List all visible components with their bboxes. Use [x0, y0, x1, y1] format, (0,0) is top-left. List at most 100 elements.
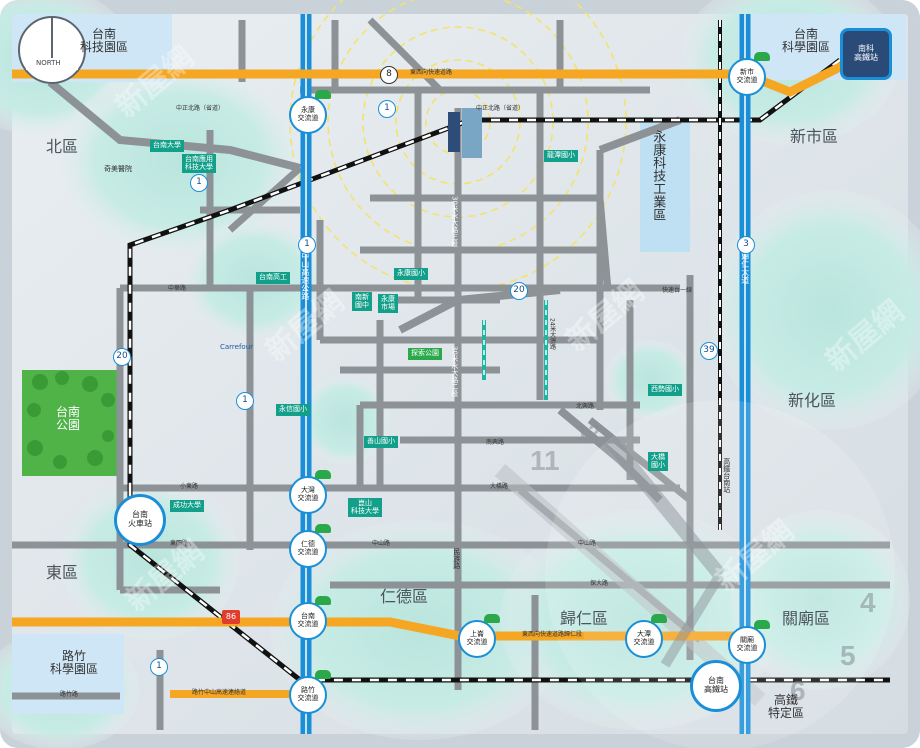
car-icon: [651, 614, 667, 623]
region-guiren: 歸仁區: [560, 609, 609, 628]
road-minzu: 民族路: [452, 548, 461, 569]
route-1-badge-d: 1: [150, 658, 168, 676]
region-yongkang-park: 永康科技工業區: [650, 130, 666, 221]
railway: [127, 20, 890, 683]
landmark-kunshan: 崑山 科技大學: [348, 498, 382, 518]
road-east-west-branch: 東西向快速道路歸仁段: [520, 631, 585, 639]
interchange-tainan_ic: 台南 交流道: [289, 602, 327, 640]
route-86-badge: 86: [222, 610, 240, 624]
interchange-yongkang: 永康 交流道: [289, 96, 327, 134]
road-zhongshan-hwy: 中山高速公路: [300, 252, 310, 300]
road-yongda-3: 30米永大路三段: [450, 196, 459, 247]
landmark-dawan-park: 探索公園: [408, 348, 442, 360]
landmark-ncku: 台南大學: [150, 140, 184, 152]
svg-text:12: 12: [576, 420, 600, 445]
road-zhongshan-2: 中山路: [578, 540, 597, 547]
car-icon: [315, 90, 331, 99]
region-luzhu: 路竹 科學園區: [50, 649, 99, 677]
station-nanke-hsr: 南科 高鐵站: [840, 28, 892, 80]
car-icon: [754, 52, 770, 61]
region-guanmiao: 關廟區: [782, 609, 831, 628]
industrial-block: [640, 118, 690, 252]
compass: [18, 16, 86, 84]
road-xiaodong: 小東路: [180, 483, 199, 490]
interchange-guanmiao_ic: 關廟 交流道: [728, 626, 766, 664]
svg-text:6: 6: [790, 675, 806, 706]
road-dongmen: 東門路: [170, 540, 189, 547]
region-rende: 仁德區: [380, 587, 429, 606]
station-tainan-train: 台南 火車站: [114, 494, 166, 546]
route-39-badge: 39: [700, 342, 718, 360]
interchange-luzhu_ic: 路竹 交流道: [289, 676, 327, 714]
landmark-nanjing-mid: 南新 國中: [352, 292, 372, 312]
light-rail: [482, 300, 548, 400]
road-baoda: 保大路: [590, 580, 609, 587]
route-1-badge-a: 1: [298, 236, 316, 254]
landmark-chimei: 奇美醫院: [104, 165, 132, 173]
region-tainan-sci-park-right: 台南 科學園區: [782, 27, 831, 55]
road-luzhu-expressway: 路竹中山高速連絡道: [190, 689, 249, 697]
landmark-yongkang-elem: 永康國小: [394, 268, 428, 280]
car-icon: [754, 620, 770, 629]
interchange-xinshi_ic: 新市 交流道: [728, 58, 766, 96]
route-8-badge: 8: [380, 66, 398, 84]
road-beiyi: 北興路: [576, 403, 595, 410]
compass-label: NORTH: [36, 59, 61, 67]
landmark-carrefour: Carrefour: [220, 343, 254, 351]
landmark-tainan-tech: 台南應用 科技大學: [182, 154, 216, 174]
landmark-longtan: 龍潭國小: [544, 150, 578, 162]
road-east-west-expressway: 東西向快速道路: [408, 69, 455, 77]
road-zhongshan: 中山路: [372, 540, 391, 547]
landmark-ncku-2: 成功大學: [170, 500, 204, 512]
landmark-yongxin: 永信國小: [276, 404, 310, 416]
region-xinhua: 新化區: [788, 391, 837, 410]
road-taiwan-rd: 快速台一線: [662, 287, 693, 294]
road-guishe: 歸仁大道: [740, 252, 750, 284]
interchange-rende_ic: 仁德 交流道: [289, 530, 327, 568]
road-luzhu-road: 路竹路: [60, 691, 79, 698]
interchange-dazhang: 大潭 交流道: [625, 620, 663, 658]
region-hsr-zone: 高鐵 特定區: [768, 693, 805, 721]
road-yongda-2: 30米永大路二段: [450, 346, 459, 397]
road-nanxing: 南興路: [486, 439, 505, 446]
route-20-badge-a: 20: [113, 348, 131, 366]
svg-text:4: 4: [860, 587, 876, 618]
region-north-district: 北區: [46, 137, 79, 156]
park-trees: [27, 371, 115, 469]
region-xinshi: 新市區: [790, 127, 839, 146]
landmark-xigang: 西勢國小: [648, 384, 682, 396]
car-icon: [315, 524, 331, 533]
landmark-yongxing-park: 永康 市場: [378, 294, 398, 314]
road-zhongzheng-north-left: 中正北路（省道）: [176, 105, 225, 112]
road-daqiao: 大橋路: [490, 483, 509, 490]
region-east-district: 東區: [46, 563, 79, 582]
clock-decoration: 11 12 45 6: [530, 400, 895, 748]
route-1-badge-c: 1: [236, 392, 254, 410]
landmark-tainan-hs: 台南高工: [256, 272, 290, 284]
road-ave-24: 24米大灣路: [548, 318, 556, 350]
svg-text:11: 11: [530, 445, 560, 476]
car-icon: [315, 596, 331, 605]
landmark-daqiao-elem: 大橋 國小: [648, 452, 668, 472]
route-3-badge: 3: [737, 236, 755, 254]
car-icon: [484, 614, 500, 623]
car-icon: [315, 670, 331, 679]
landmark-shan: 善山國小: [364, 436, 398, 448]
route-20-badge-b: 20: [510, 282, 528, 300]
route-1-badge-b: 1: [190, 174, 208, 192]
road-hsr-label: 高鐵台南站: [722, 458, 731, 493]
route-1-badge-e: 1: [378, 100, 396, 118]
car-icon: [315, 470, 331, 479]
svg-text:5: 5: [840, 640, 856, 671]
region-tainan-sci-park-left: 台南 科技園區: [80, 27, 129, 55]
interchange-dawan: 大灣 交流道: [289, 476, 327, 514]
region-tainan-park: 台南 公園: [56, 405, 81, 433]
station-tainan-hsr: 台南 高鐵站: [690, 660, 742, 712]
road-zhonghua: 中華路: [168, 285, 187, 292]
luzhu-block: [12, 634, 124, 714]
interchange-shangke: 上崙 交流道: [458, 620, 496, 658]
road-zhongzheng-north: 中正北路（省道）: [476, 105, 525, 112]
tower-building: [448, 108, 482, 158]
